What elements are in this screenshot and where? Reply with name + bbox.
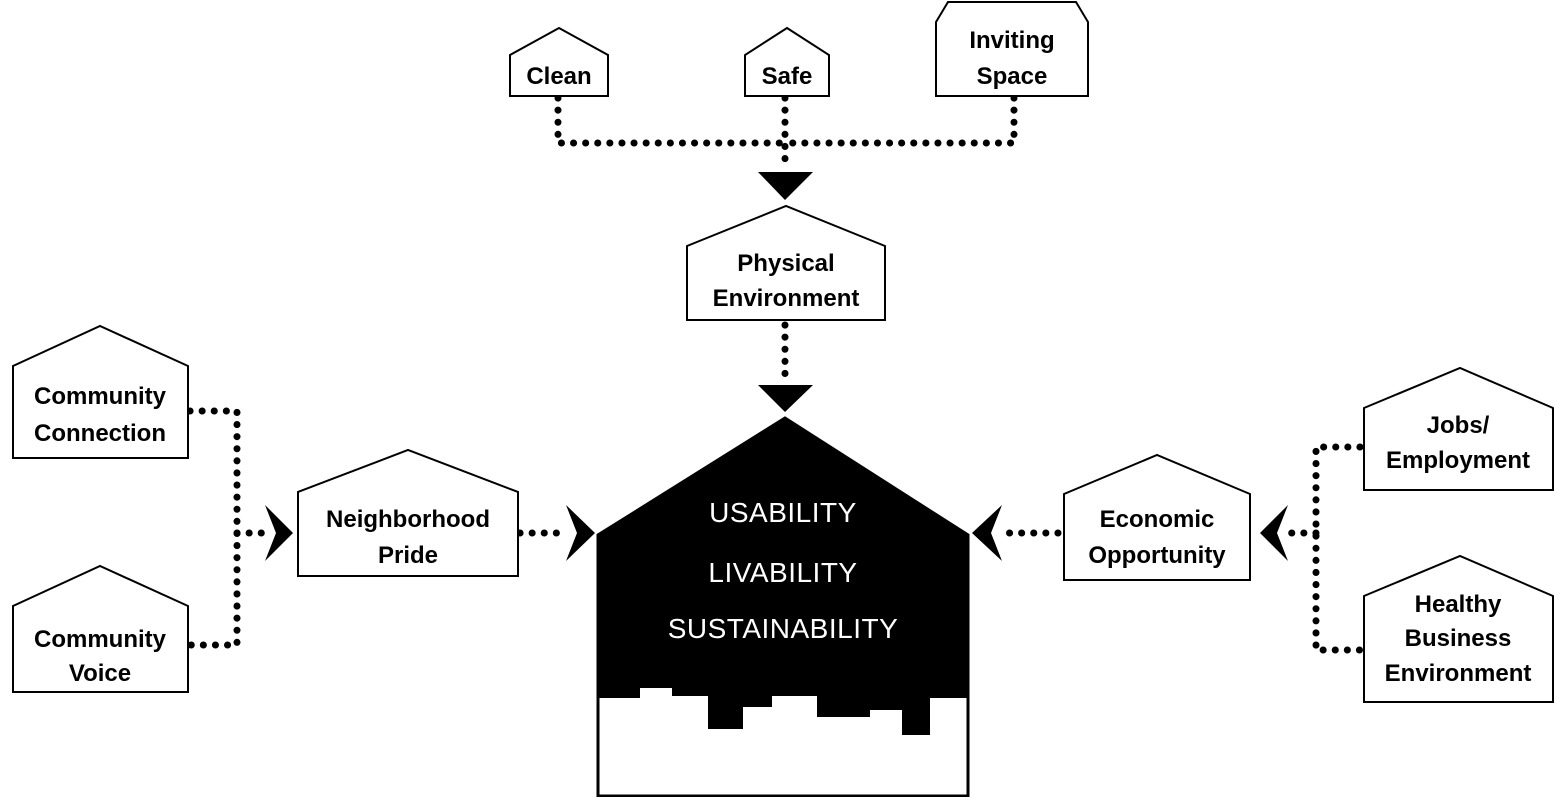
center-line-livability: LIVABILITY — [708, 557, 857, 588]
node-jobs-employment-line1: Jobs/ — [1427, 412, 1490, 439]
center-line-usability: USABILITY — [709, 497, 857, 528]
node-healthy-business-line1: Healthy — [1415, 591, 1502, 618]
connector-community-connection — [186, 407, 241, 649]
connectors — [186, 94, 1364, 654]
arrowheads — [265, 172, 1288, 561]
connector-clean — [554, 94, 794, 147]
node-jobs-employment: Jobs/ Employment — [1363, 366, 1554, 491]
node-clean-label: Clean — [526, 63, 591, 90]
node-safe-label: Safe — [762, 63, 813, 90]
node-inviting-space: Inviting Space — [935, 0, 1089, 97]
node-community-voice-line1: Community — [34, 626, 167, 653]
node-neighborhood-pride: Neighborhood Pride — [297, 448, 519, 577]
node-inviting-space-line2: Space — [977, 63, 1048, 90]
node-clean: Clean — [509, 26, 609, 97]
arrow-down-to-physical — [758, 172, 813, 200]
center-house: USABILITY LIVABILITY SUSTAINABILITY — [596, 416, 970, 797]
node-community-voice: Community Voice — [12, 564, 189, 693]
node-physical-environment-line2: Environment — [713, 285, 860, 312]
node-neighborhood-pride-line2: Pride — [378, 542, 438, 569]
connector-jobs-business — [1312, 443, 1364, 654]
arrow-left-to-economic — [1260, 505, 1288, 561]
node-community-connection-line2: Connection — [34, 420, 166, 447]
node-healthy-business-environment: Healthy Business Environment — [1363, 554, 1554, 703]
arrow-down-to-center — [758, 385, 813, 412]
arrow-right-to-center — [566, 505, 595, 561]
node-inviting-space-line1: Inviting — [969, 27, 1054, 54]
node-healthy-business-line3: Environment — [1385, 660, 1532, 687]
center-line-sustainability: SUSTAINABILITY — [668, 613, 899, 644]
node-economic-opportunity-line2: Opportunity — [1088, 542, 1226, 569]
node-economic-opportunity-line1: Economic — [1100, 506, 1215, 533]
connector-inviting-space — [786, 94, 1018, 147]
node-community-connection: Community Connection — [12, 324, 189, 459]
node-physical-environment: Physical Environment — [686, 204, 886, 321]
arrow-left-to-center — [972, 505, 1002, 561]
node-community-connection-line1: Community — [34, 383, 167, 410]
node-jobs-employment-line2: Employment — [1386, 447, 1530, 474]
arrow-right-to-pride — [265, 505, 293, 561]
node-neighborhood-pride-line1: Neighborhood — [326, 506, 490, 533]
node-economic-opportunity: Economic Opportunity — [1063, 453, 1251, 581]
center-house-fill — [598, 418, 968, 735]
node-physical-environment-line1: Physical — [737, 250, 834, 277]
node-community-voice-line2: Voice — [69, 660, 131, 687]
node-safe: Safe — [744, 26, 830, 97]
node-healthy-business-line2: Business — [1405, 625, 1512, 652]
